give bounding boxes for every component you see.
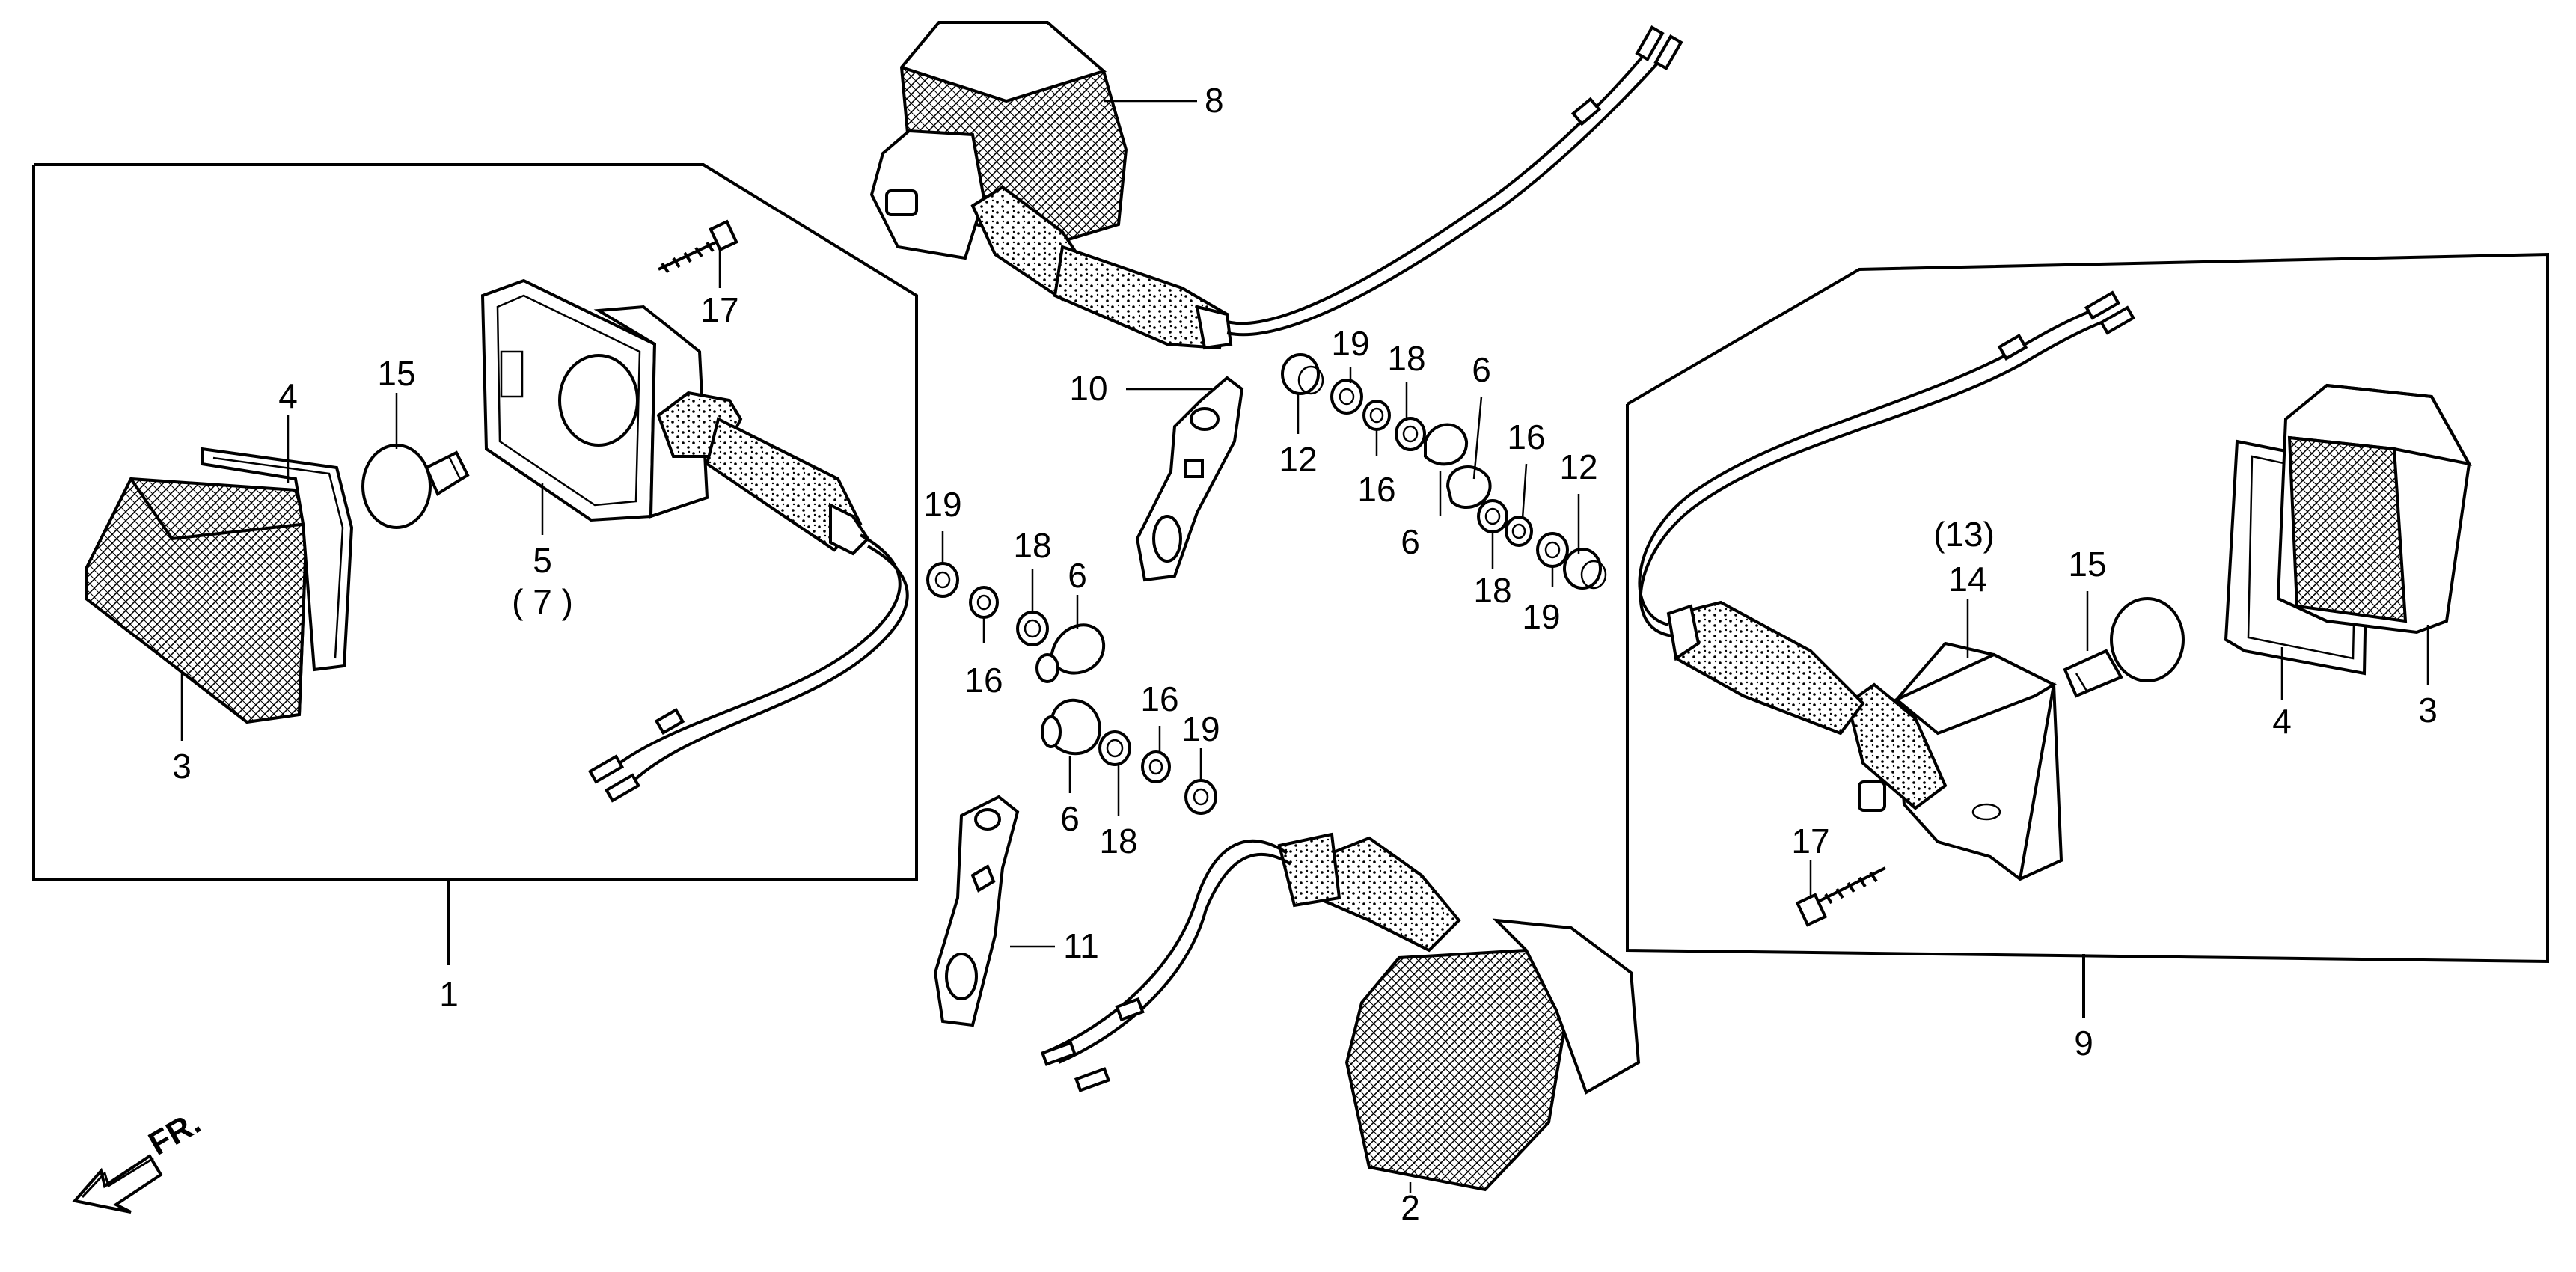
- label-part-17-bottom: 17: [1791, 822, 1829, 860]
- front-direction-arrow-icon: FR.: [72, 1104, 207, 1214]
- nut-16-a: [969, 586, 999, 619]
- top-signal: [869, 21, 1233, 350]
- label-part-6-c: 6: [1472, 350, 1491, 389]
- left-bulb: [361, 444, 470, 529]
- label-part-4-left: 4: [278, 376, 298, 415]
- label-part-13: (13): [1933, 515, 1995, 554]
- nut-18-a: [1016, 611, 1049, 646]
- label-part-5: 5: [533, 541, 552, 580]
- bushing-6-c: [1424, 423, 1469, 466]
- label-part-16-a: 16: [964, 661, 1003, 700]
- label-part-6-b: 6: [1060, 799, 1080, 838]
- nut-18-b: [1098, 730, 1131, 766]
- nut-16-b: [1141, 750, 1171, 783]
- label-part-19-b: 19: [1181, 709, 1220, 748]
- right-bulb: [2063, 597, 2185, 698]
- left-gasket: [201, 447, 354, 672]
- leader-lines: [180, 100, 2429, 1193]
- label-part-16-c: 16: [1357, 470, 1395, 509]
- label-part-3-right: 3: [2418, 691, 2438, 730]
- label-part-16-b: 16: [1140, 679, 1178, 718]
- label-part-19-d: 19: [1522, 597, 1560, 636]
- left-stem: [656, 391, 870, 556]
- label-part-3-left: 3: [172, 747, 192, 786]
- top-wire: [1226, 25, 1683, 337]
- nut-16-c: [1362, 400, 1391, 431]
- left-wire: [587, 533, 909, 803]
- right-assembly-box: [1626, 252, 2549, 1018]
- label-part-18-a: 18: [1013, 526, 1051, 565]
- label-part-12-b: 12: [1559, 447, 1597, 486]
- bracket-upper: [1135, 376, 1244, 582]
- label-part-6-d: 6: [1401, 522, 1420, 561]
- bottom-wire: [1040, 839, 1292, 1092]
- label-part-4-right: 4: [2272, 702, 2292, 741]
- label-part-6-a: 6: [1068, 556, 1087, 595]
- right-wire: [1638, 290, 2136, 637]
- label-part-18-c: 18: [1387, 339, 1425, 378]
- label-part-19-a: 19: [923, 485, 961, 524]
- right-housing: [1858, 641, 2063, 881]
- label-part-10: 10: [1069, 369, 1107, 408]
- label-part-9: 9: [2074, 1024, 2093, 1062]
- label-part-2: 2: [1401, 1188, 1420, 1227]
- nut-16-d: [1505, 516, 1533, 547]
- label-part-14: 14: [1948, 560, 1986, 599]
- front-marker-label: FR.: [143, 1104, 207, 1163]
- washer-19-a: [926, 562, 959, 598]
- label-part-16-d: 16: [1507, 418, 1545, 456]
- label-part-18-b: 18: [1099, 822, 1137, 860]
- nut-12-b: [1563, 548, 1607, 590]
- washer-19-d: [1536, 532, 1569, 568]
- label-part-8: 8: [1205, 81, 1224, 120]
- right-stem: [1666, 600, 1948, 810]
- left-lens: [85, 477, 309, 724]
- label-part-19-c: 19: [1331, 324, 1369, 363]
- nut-18-c: [1395, 417, 1426, 451]
- label-part-15-right: 15: [2068, 545, 2106, 584]
- left-screw: [658, 219, 738, 274]
- bushing-6-b: [1041, 698, 1102, 756]
- washer-19-c: [1330, 379, 1363, 415]
- label-part-12-a: 12: [1279, 440, 1317, 479]
- washer-19-b: [1184, 779, 1217, 815]
- label-part-11: 11: [1063, 926, 1099, 965]
- bushing-6-d: [1445, 465, 1492, 510]
- bracket-lower: [933, 795, 1020, 1027]
- label-part-17-top: 17: [700, 290, 738, 329]
- right-lens: [2276, 383, 2472, 635]
- label-part-7: ( 7 ): [512, 582, 573, 621]
- left-housing: [480, 278, 709, 522]
- nut-12-a: [1281, 353, 1324, 395]
- label-part-1: 1: [439, 975, 459, 1014]
- right-screw: [1795, 866, 1886, 927]
- callout-labels: 1 2 3 3 4 4 5 ( 7 ) 6 6 6 6 8 9 10 11 12…: [172, 81, 2438, 1227]
- bottom-signal: [1277, 832, 1641, 1192]
- nut-18-d: [1477, 499, 1508, 533]
- left-assembly-box: [32, 163, 918, 965]
- label-part-15-left: 15: [377, 354, 415, 393]
- bushing-6-a: [1035, 623, 1106, 683]
- label-part-18-d: 18: [1473, 571, 1511, 610]
